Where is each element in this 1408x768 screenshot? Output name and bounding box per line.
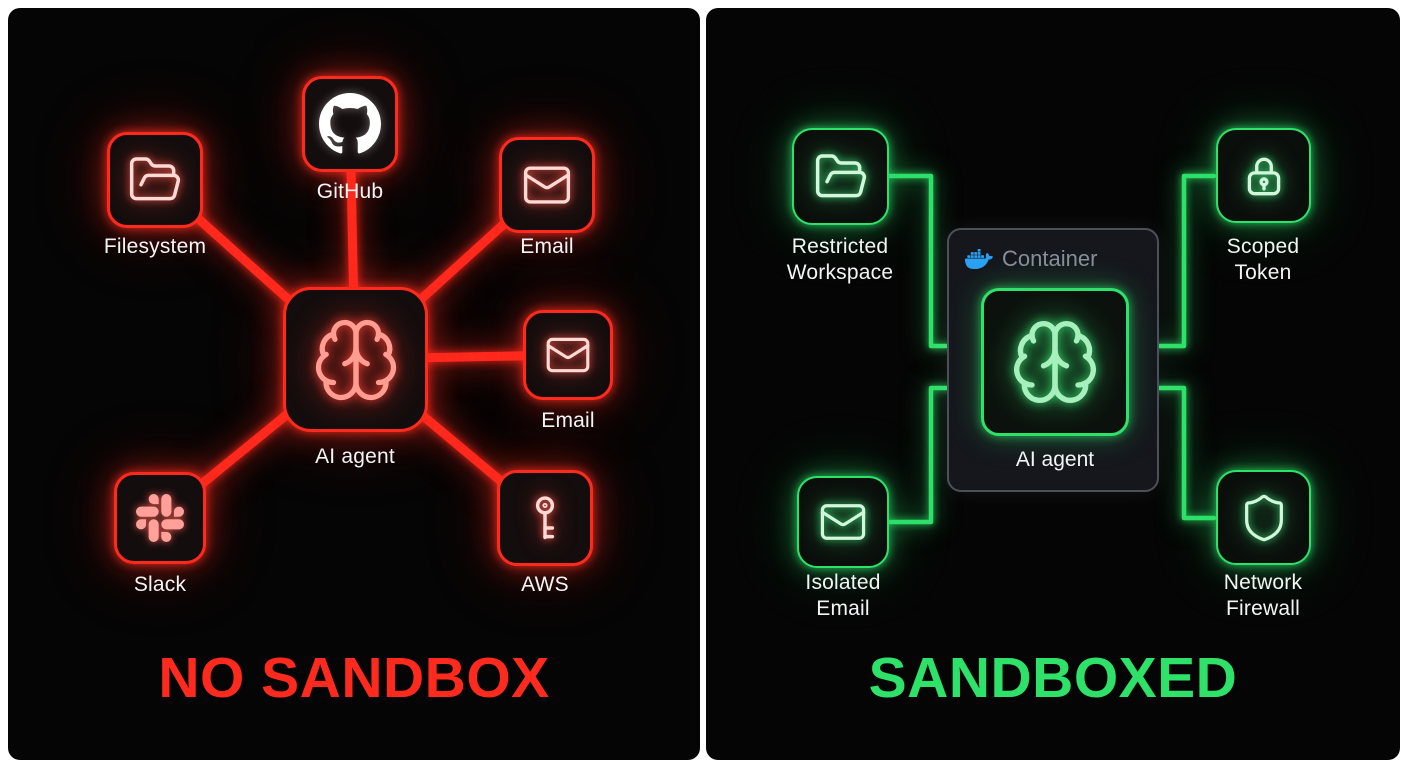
node-email-top — [499, 137, 595, 233]
folder-icon — [813, 149, 869, 205]
node-label-ai-agent-sandboxed: AI agent — [1015, 448, 1095, 471]
node-label-restricted-workspace: Restricted Workspace — [786, 235, 894, 285]
node-ai-agent-sandboxed — [981, 288, 1129, 436]
node-aws — [497, 470, 593, 566]
node-label-slack: Slack — [133, 573, 187, 596]
github-icon — [319, 93, 381, 155]
node-label-ai-agent: AI agent — [315, 445, 395, 468]
mail-icon — [817, 496, 869, 548]
node-restricted-workspace — [792, 128, 889, 225]
node-label-filesystem: Filesystem — [103, 235, 207, 258]
container-box: Container AI agent — [947, 228, 1159, 492]
node-scoped-token — [1216, 128, 1311, 223]
container-header: Container — [965, 245, 1097, 273]
node-ai-agent — [283, 287, 428, 432]
node-email-right — [523, 310, 613, 400]
slack-icon — [136, 494, 184, 542]
node-label-scoped-token: Scoped Token — [1226, 235, 1300, 285]
node-filesystem — [107, 132, 203, 228]
mail-icon — [520, 158, 574, 212]
docker-icon — [965, 245, 993, 273]
folder-icon — [127, 152, 183, 208]
no-sandbox-title: NO SANDBOX — [158, 646, 550, 710]
container-label: Container — [1002, 246, 1098, 271]
key-icon — [519, 492, 571, 544]
lock-icon — [1239, 151, 1289, 201]
brain-icon — [1009, 316, 1101, 408]
node-isolated-email — [797, 476, 889, 568]
sandboxed-title: SANDBOXED — [868, 646, 1238, 710]
node-label-email-top: Email — [520, 235, 574, 258]
node-network-firewall — [1216, 470, 1311, 565]
node-github — [302, 76, 398, 172]
node-label-aws: AWS — [521, 573, 569, 596]
brain-icon — [311, 315, 401, 405]
shield-icon — [1238, 492, 1290, 544]
node-label-network-firewall: Network Firewall — [1223, 571, 1303, 621]
node-label-isolated-email: Isolated Email — [805, 571, 881, 621]
node-label-github: GitHub — [316, 180, 384, 203]
node-slack — [114, 472, 206, 564]
node-label-email-right: Email — [541, 409, 595, 432]
mail-icon — [543, 330, 593, 380]
